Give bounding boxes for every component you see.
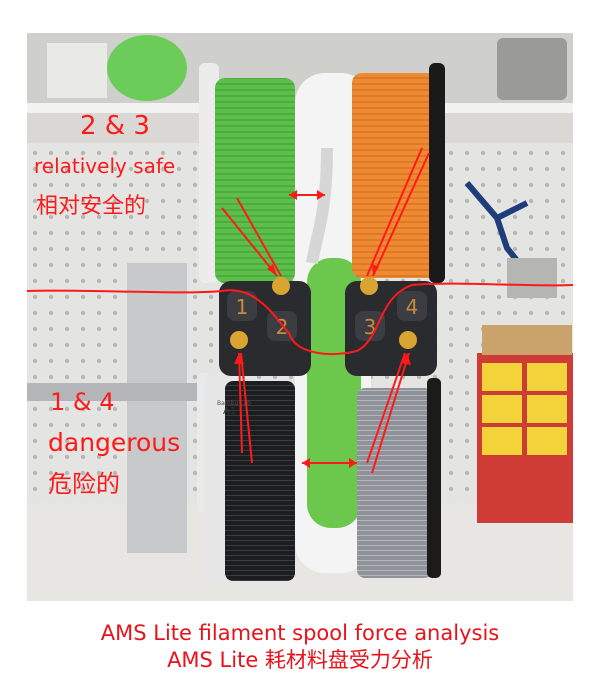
feeder-2 — [272, 277, 290, 295]
slot-3-badge: 3 — [355, 311, 385, 341]
svg-text:3: 3 — [364, 315, 377, 339]
spool-gray — [357, 388, 432, 578]
caption-line-en: AMS Lite filament spool force analysis — [100, 621, 500, 645]
spool-orange — [352, 73, 437, 278]
slot-1-badge: 1 — [227, 291, 257, 321]
ams-lite-photo: 1 2 3 4 Bambu Lab A1 — [27, 33, 573, 601]
cardboard-box — [482, 325, 572, 355]
printer-frame — [127, 263, 187, 553]
feeder-4 — [399, 331, 417, 349]
spool-black — [225, 381, 295, 581]
caption-line-cn: AMS Lite 耗材料盘受力分析 — [167, 648, 433, 672]
svg-text:4: 4 — [406, 295, 419, 319]
svg-text:1: 1 — [236, 295, 249, 319]
feeder-3 — [360, 277, 378, 295]
spool-green — [215, 78, 295, 283]
feeder-1 — [230, 331, 248, 349]
shelf-spool-green — [107, 35, 187, 101]
arrowheads — [234, 190, 411, 468]
spool-flange-tl — [199, 63, 219, 283]
force-annotation-lines — [27, 147, 573, 474]
printer-model: A1 — [223, 406, 236, 417]
slot-4-badge: 4 — [397, 291, 427, 321]
printer-brand: Bambu Lab — [217, 400, 251, 407]
shelf-spool-gray — [497, 38, 567, 100]
